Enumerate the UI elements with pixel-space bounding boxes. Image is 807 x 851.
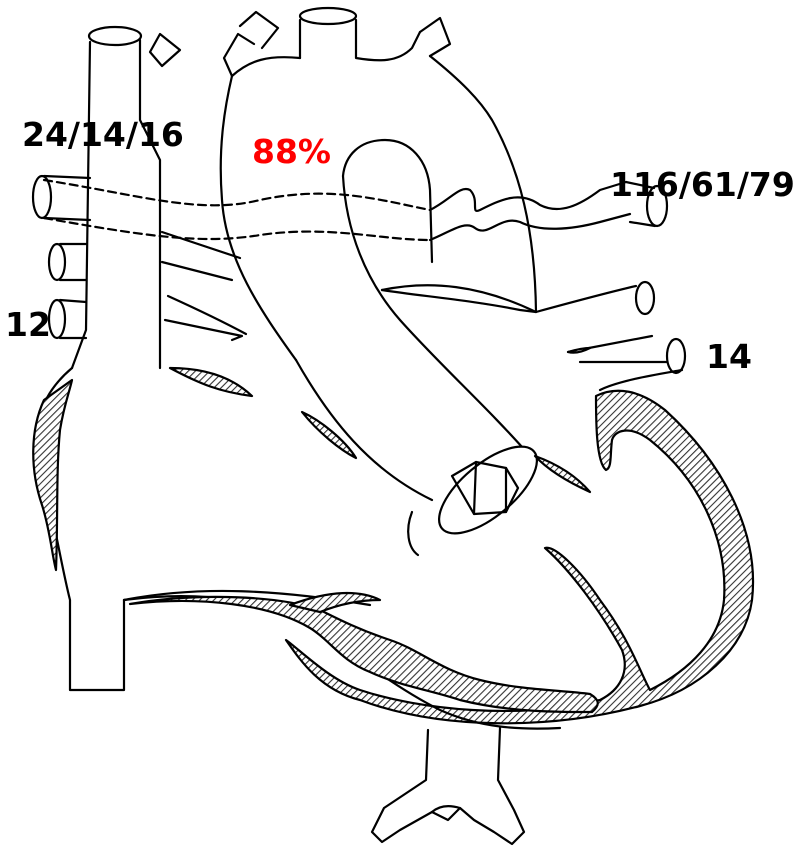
- svc-pressure-label: 24/14/16: [22, 118, 184, 151]
- ra-pressure-label: 12: [5, 308, 51, 341]
- aorta-saturation-label: 88%: [252, 135, 331, 168]
- aortic-arch: [221, 8, 536, 360]
- left-ventricle-wall: [286, 391, 753, 724]
- pulmonary-artery: [44, 180, 667, 240]
- right-ventricle-marks: [162, 232, 590, 555]
- left-atrium: [382, 282, 685, 390]
- ascending-aorta: [296, 140, 551, 548]
- pa-pressure-label: 116/61/79: [610, 168, 795, 201]
- descending-aorta: [372, 728, 524, 844]
- svc-branch-stub: [150, 34, 180, 66]
- right-atrium: [33, 368, 370, 690]
- la-pressure-label: 14: [706, 340, 752, 373]
- ventricular-floor: [124, 593, 598, 729]
